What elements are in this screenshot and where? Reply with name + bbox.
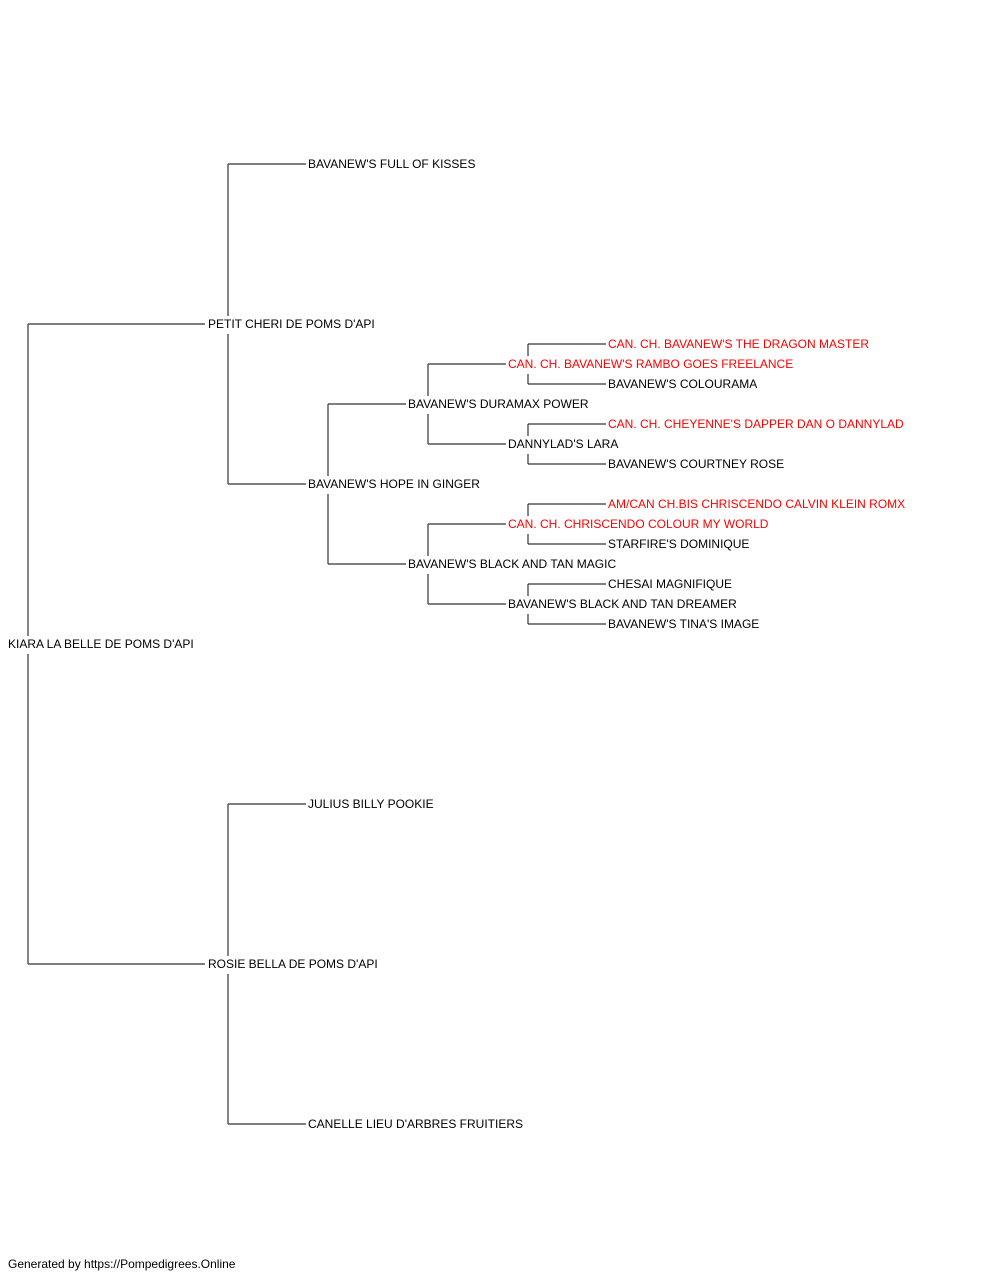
pedigree-node-sire-dam-sire-sire[interactable]: CAN. CH. BAVANEW'S RAMBO GOES FREELANCE	[508, 357, 796, 371]
pedigree-node-dam-sire[interactable]: JULIUS BILLY POOKIE	[308, 797, 436, 811]
pedigree-node-sire-dam-dam-dam-dam[interactable]: BAVANEW'S TINA'S IMAGE	[608, 617, 762, 631]
pedigree-node-sire-dam-dam[interactable]: BAVANEW'S BLACK AND TAN MAGIC	[408, 557, 619, 571]
pedigree-node-dam[interactable]: ROSIE BELLA DE POMS D'API	[208, 957, 380, 971]
pedigree-node-sire-dam-dam-dam-sire[interactable]: CHESAI MAGNIFIQUE	[608, 577, 735, 591]
pedigree-node-sire-dam-sire-sire-dam[interactable]: BAVANEW'S COLOURAMA	[608, 377, 760, 391]
pedigree-node-sire[interactable]: PETIT CHERI DE POMS D'API	[208, 317, 377, 331]
pedigree-node-subject[interactable]: KIARA LA BELLE DE POMS D'API	[8, 637, 196, 651]
pedigree-node-sire-dam-sire[interactable]: BAVANEW'S DURAMAX POWER	[408, 397, 591, 411]
pedigree-node-sire-dam-dam-sire-dam[interactable]: STARFIRE'S DOMINIQUE	[608, 537, 752, 551]
pedigree-node-sire-dam-dam-dam[interactable]: BAVANEW'S BLACK AND TAN DREAMER	[508, 597, 739, 611]
pedigree-node-sire-dam[interactable]: BAVANEW'S HOPE IN GINGER	[308, 477, 482, 491]
pedigree-node-sire-dam-dam-sire[interactable]: CAN. CH. CHRISCENDO COLOUR MY WORLD	[508, 517, 771, 531]
pedigree-node-sire-dam-dam-sire-sire[interactable]: AM/CAN CH.BIS CHRISCENDO CALVIN KLEIN RO…	[608, 497, 908, 511]
pedigree-node-sire-dam-sire-dam-sire[interactable]: CAN. CH. CHEYENNE'S DAPPER DAN O DANNYLA…	[608, 417, 906, 431]
pedigree-node-sire-dam-sire-dam-dam[interactable]: BAVANEW'S COURTNEY ROSE	[608, 457, 787, 471]
generated-by-footer: Generated by https://Pompedigrees.Online	[8, 1257, 236, 1271]
pedigree-node-dam-dam[interactable]: CANELLE LIEU D'ARBRES FRUITIERS	[308, 1117, 526, 1131]
pedigree-node-sire-dam-sire-sire-sire[interactable]: CAN. CH. BAVANEW'S THE DRAGON MASTER	[608, 337, 871, 351]
pedigree-node-sire-sire[interactable]: BAVANEW'S FULL OF KISSES	[308, 157, 478, 171]
pedigree-node-sire-dam-sire-dam[interactable]: DANNYLAD'S LARA	[508, 437, 621, 451]
